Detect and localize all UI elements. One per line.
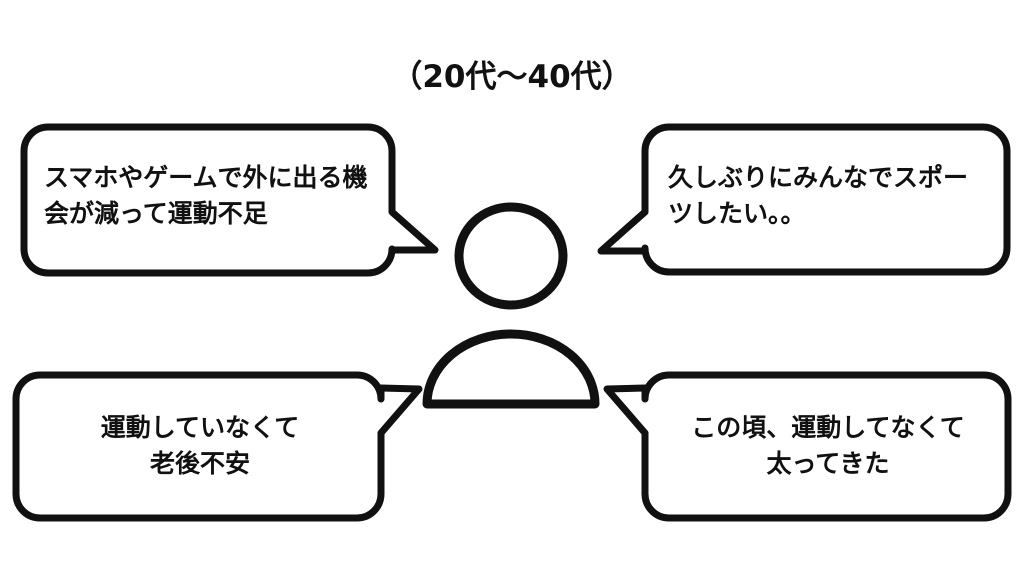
person-body-icon: [422, 329, 600, 409]
bubble-outline-bottom-right: [603, 371, 1012, 522]
bubble-text-top-left: スマホやゲームで外に出る機会が減って運動不足: [44, 163, 368, 229]
bubble-text-bottom-left: 運動していなくて 老後不安: [100, 413, 300, 479]
person-icon: [422, 202, 600, 409]
bubble-outline-top-left: [20, 123, 439, 277]
bubble-outline-top-right: [597, 123, 1011, 276]
bubble-text-top-right: 久しぶりにみんなでスポーツしたい。。: [668, 163, 969, 229]
speech-bubble-bottom-left[interactable]: [12, 371, 423, 522]
speech-bubble-top-right[interactable]: [597, 123, 1011, 276]
bubble-outline-bottom-left: [12, 371, 423, 522]
speech-bubble-bottom-right[interactable]: [603, 371, 1012, 522]
person-head-icon: [454, 202, 568, 310]
speech-bubble-top-left[interactable]: [20, 123, 439, 277]
page-title: （20代〜40代）: [391, 59, 633, 95]
bubble-text-bottom-right: この頃、運動してなくて 太ってきた: [691, 413, 965, 479]
